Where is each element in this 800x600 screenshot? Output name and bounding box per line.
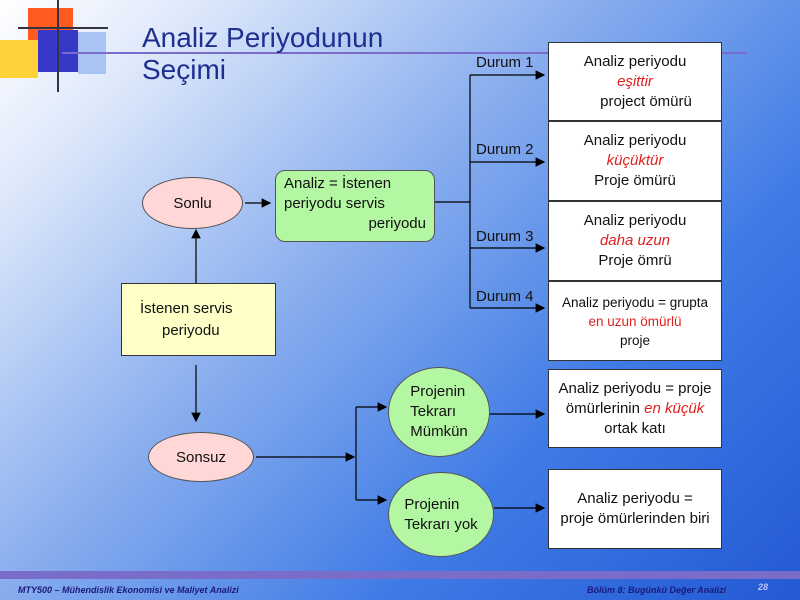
d2-highlight: küçüktür: [606, 152, 664, 169]
m1-line-1: Analiz periyodu = proje: [558, 379, 712, 397]
m2-line-2: proje ömürlerinden biri: [560, 510, 710, 527]
istenen-line-1: İstenen servis: [140, 299, 233, 317]
decor-line-vertical: [57, 0, 59, 92]
analiz-box-line-1: Analiz = İstenen: [284, 175, 392, 192]
outcome-durum-1: Analiz periyodu eşittir project ömürü: [548, 42, 722, 121]
d4-line-1: Analiz periyodu = grupta: [562, 294, 708, 310]
d4-highlight: en uzun ömürlü: [588, 313, 682, 329]
tekrar-mumkun-node: Projenin Tekrarı Mümkün: [388, 367, 490, 457]
tekrar-yok-node: Projenin Tekrarı yok: [388, 472, 494, 557]
sonlu-node: Sonlu: [142, 177, 243, 229]
tekrar-mumkun-line-3: Mümkün: [410, 423, 468, 440]
d3-line-1: Analiz periyodu: [583, 212, 687, 229]
durum-4-label: Durum 4: [476, 288, 534, 305]
tekrar-yok-line-2: Tekrarı yok: [404, 515, 478, 533]
title-line-2: Seçimi: [142, 54, 227, 85]
footer-bar: [0, 571, 800, 579]
d3-line-3: Proje ömrü: [598, 252, 672, 269]
m1-line-2-text: ömürlerinin: [565, 399, 645, 417]
decor-line-horizontal: [18, 27, 108, 29]
footer-chapter: Bölüm 8: Bugünkü Değer Analizi: [587, 585, 727, 595]
m1-line-3: ortak katı: [604, 419, 666, 437]
d3-highlight: daha uzun: [599, 232, 671, 249]
m1-highlight: en küçük: [644, 399, 705, 417]
outcome-durum-3: Analiz periyodu daha uzun Proje ömrü: [548, 201, 722, 281]
durum-3-label: Durum 3: [476, 228, 534, 245]
durum-2-label: Durum 2: [476, 141, 534, 158]
sonlu-label: Sonlu: [173, 194, 212, 212]
d1-line-3: project ömürü: [600, 92, 692, 110]
decor-title-rule: [62, 52, 747, 54]
page-title: Analiz Periyodunun Seçimi: [142, 22, 383, 86]
sonsuz-node: Sonsuz: [148, 432, 254, 482]
outcome-durum-2: Analiz periyodu küçüktür Proje ömürü: [548, 121, 722, 201]
analiz-box-line-2: periyodu servis: [284, 195, 385, 212]
istenen-line-2: periyodu: [162, 321, 220, 339]
tekrar-yok-line-1: Projenin: [404, 495, 460, 513]
m1-line-2: ömürlerinin en küçük: [549, 399, 721, 419]
footer-page-number: 28: [758, 582, 769, 592]
istenen-servis-box: İstenen servis periyodu: [121, 283, 276, 356]
decor-square-yellow: [0, 40, 38, 78]
durum-1-label: Durum 1: [476, 54, 534, 71]
tekrar-mumkun-line-2: Tekrarı: [410, 403, 457, 420]
outcome-mumkun: Analiz periyodu = proje ömürlerinin en k…: [548, 369, 722, 448]
d1-line-1: Analiz periyodu: [583, 52, 687, 70]
m2-line-1: Analiz periyodu =: [577, 490, 693, 507]
d2-line-1: Analiz periyodu: [583, 132, 687, 149]
analiz-istenen-box: Analiz = İstenen periyodu servis periyod…: [275, 170, 435, 242]
outcome-tekrar-yok: Analiz periyodu = proje ömürlerinden bir…: [548, 469, 722, 549]
sonsuz-label: Sonsuz: [175, 448, 227, 466]
analiz-box-line-3: periyodu: [368, 215, 426, 232]
d2-line-3: Proje ömürü: [594, 172, 676, 189]
title-line-1: Analiz Periyodunun: [142, 22, 384, 53]
outcome-durum-4: Analiz periyodu = grupta en uzun ömürlü …: [548, 281, 722, 361]
d1-highlight: eşittir: [617, 72, 653, 90]
tekrar-mumkun-line-1: Projenin: [410, 383, 466, 400]
footer-course: MTY500 – Mühendislik Ekonomisi ve Maliye…: [18, 585, 239, 595]
d4-line-3: proje: [619, 332, 651, 348]
